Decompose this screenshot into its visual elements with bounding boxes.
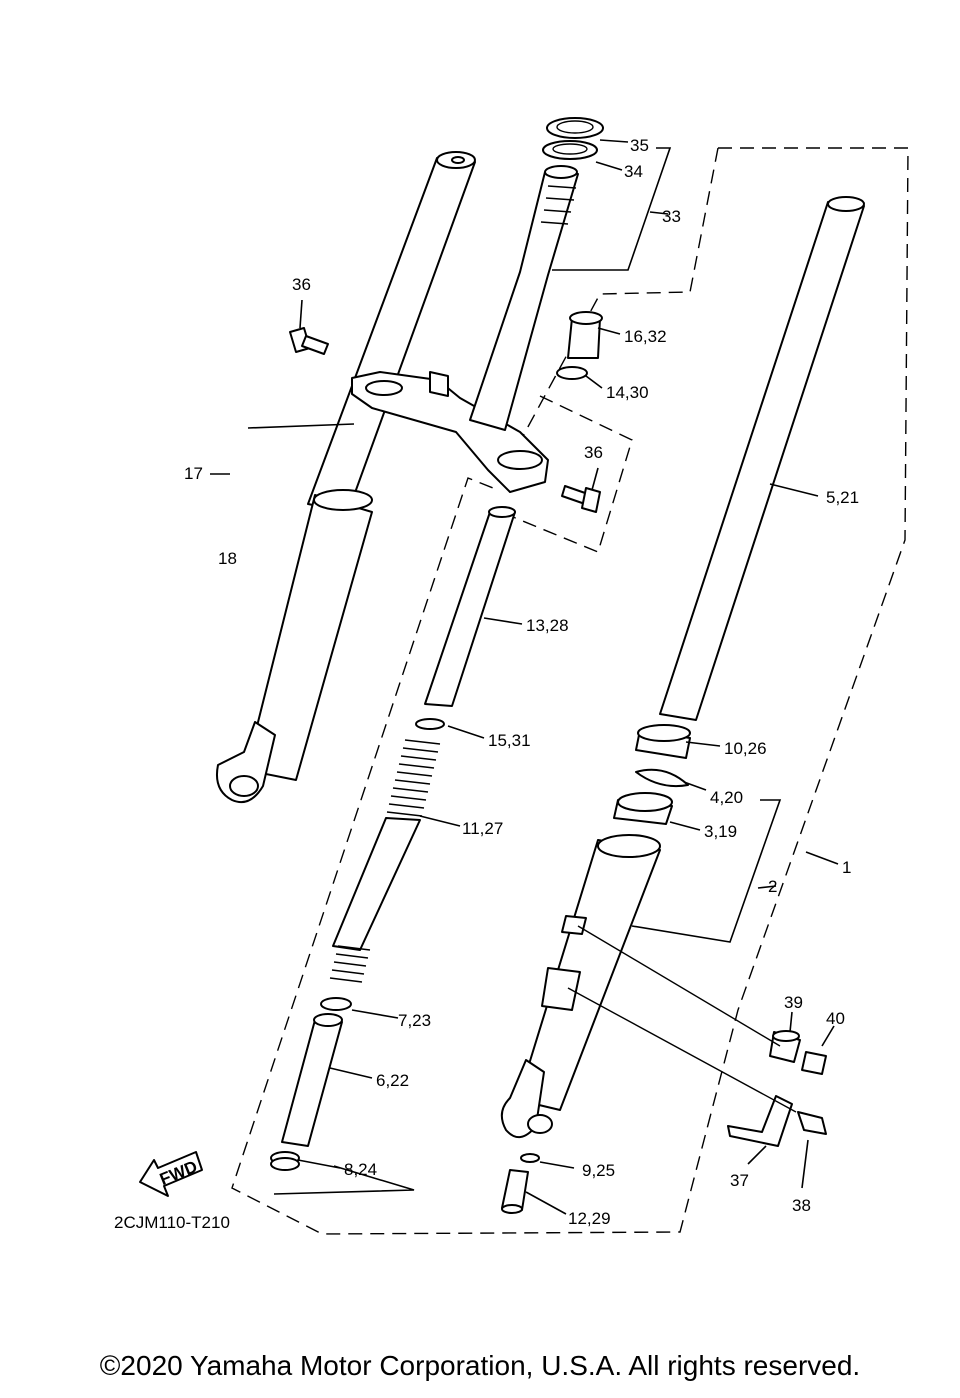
callout-11-27: 11,27 [462, 819, 503, 838]
callout-39: 39 [784, 993, 803, 1012]
fwd-arrow-icon: FWD [139, 1151, 203, 1197]
bolt-12-29 [501, 1169, 529, 1214]
steering-stem [469, 165, 579, 431]
callout-13-28: 13,28 [526, 616, 569, 635]
callout-35: 35 [630, 136, 649, 155]
cap-bolt-16-32 [567, 311, 603, 359]
bolt-36-left [289, 327, 329, 355]
inner-tube-5-21 [659, 196, 865, 721]
callout-1: 1 [842, 858, 851, 877]
bolt-36-right [561, 485, 601, 513]
leader-bracket-37 [567, 987, 797, 1113]
diagram-code: 2CJM110-T210 [114, 1213, 230, 1232]
callout-2: 2 [768, 877, 777, 896]
bolt-38 [797, 1111, 827, 1135]
oil-seal-3-19 [613, 792, 673, 825]
callout-7-23: 7,23 [398, 1011, 431, 1030]
fork-spring-11-27 [329, 739, 441, 983]
callout-38: 38 [792, 1196, 811, 1215]
bracket-37 [727, 1095, 793, 1147]
callout-40: 40 [826, 1009, 845, 1028]
leader-clamp-39 [577, 925, 781, 1047]
callout-34: 34 [624, 162, 643, 181]
retaining-clip-4-20 [635, 768, 689, 788]
callout-36-right: 36 [584, 443, 603, 462]
callout-10-26: 10,26 [724, 739, 767, 758]
callout-15-31: 15,31 [488, 731, 531, 750]
copyright-notice: ©2020 Yamaha Motor Corporation, U.S.A. A… [99, 1350, 861, 1381]
washer-15-31 [415, 718, 445, 730]
leader-lines [210, 139, 839, 1215]
callout-3-19: 3,19 [704, 822, 737, 841]
group-outline-1 [231, 147, 909, 1235]
callout-5-21: 5,21 [826, 488, 859, 507]
spacer-pipe-13-28 [424, 506, 516, 707]
bearing-34 [542, 140, 598, 160]
under-bracket [351, 371, 549, 493]
callout-12-29: 12,29 [568, 1209, 611, 1228]
callout-14-30: 14,30 [606, 383, 649, 402]
dust-seal-10-26 [635, 724, 691, 759]
bolt-40 [801, 1051, 827, 1075]
callout-36-left: 36 [292, 275, 311, 294]
washer-9-25 [520, 1153, 540, 1163]
callout-17: 17 [184, 464, 203, 483]
group-outline-16 [495, 395, 633, 553]
callout-9-25: 9,25 [582, 1161, 615, 1180]
callout-18: 18 [218, 549, 237, 568]
o-ring-14-30 [556, 366, 588, 380]
outer-tube-2 [500, 834, 661, 1138]
callout-4-20: 4,20 [710, 788, 743, 807]
callout-37: 37 [730, 1171, 749, 1190]
callout-16-32: 16,32 [624, 327, 667, 346]
group-outline-33 [509, 147, 719, 461]
callout-8-24: 8,24 [344, 1160, 377, 1179]
clamp-39 [769, 1030, 801, 1063]
washer-7-23 [320, 997, 352, 1011]
callout-6-22: 6,22 [376, 1071, 409, 1090]
fwd-label: FWD [157, 1157, 200, 1189]
callout-33: 33 [662, 207, 681, 226]
damper-rod-6-22 [281, 1013, 343, 1147]
bearing-35 [546, 117, 604, 139]
spring-8-24 [270, 1151, 300, 1171]
